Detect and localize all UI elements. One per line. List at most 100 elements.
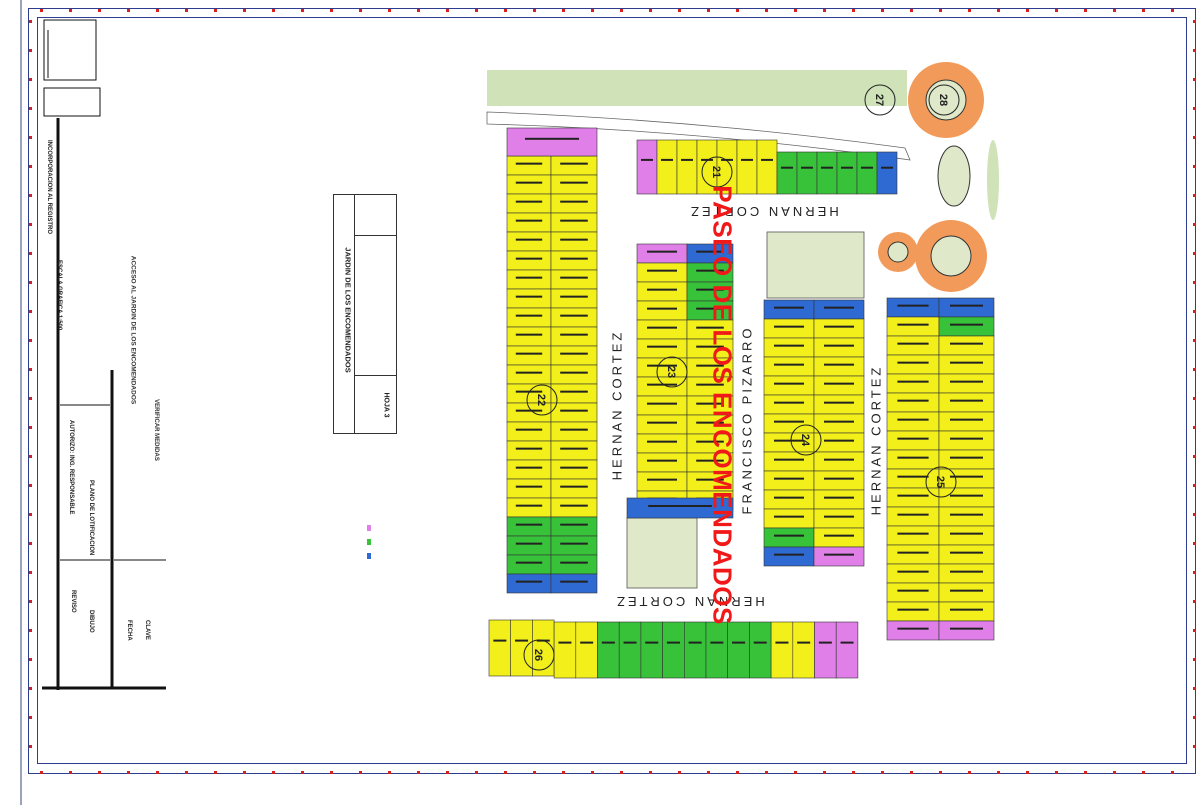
frame-tick	[330, 771, 333, 774]
left-strip-text: INCORPORACION AL REGISTRO ESCALA GRAFICA…	[46, 140, 150, 641]
block-marker	[701, 156, 733, 188]
lot-label-mark	[761, 158, 773, 161]
frame-tick	[1142, 771, 1145, 774]
lot	[886, 620, 940, 641]
lot	[662, 621, 685, 679]
lot	[506, 155, 552, 176]
lot	[756, 139, 778, 195]
lot-label-mark	[897, 532, 929, 535]
lot-label-mark	[515, 162, 543, 165]
frame-tick	[29, 20, 32, 23]
street-label-hernan-cortez-bottom: HERNAN CORTEZ	[614, 594, 765, 609]
lot	[938, 468, 995, 489]
lot	[506, 212, 552, 233]
lot	[550, 288, 598, 309]
lot	[792, 621, 815, 679]
frame-tick	[823, 771, 826, 774]
lot-label-mark	[515, 561, 543, 564]
svg-text:DIBUJO: DIBUJO	[88, 610, 94, 633]
lot-label-mark	[824, 344, 854, 347]
lot	[506, 307, 552, 328]
lot-label-mark	[560, 257, 588, 260]
lot-label-mark	[741, 158, 753, 161]
frame-tick	[1193, 600, 1196, 603]
lot-label-mark	[515, 542, 543, 545]
lot-label-mark	[774, 553, 804, 556]
lot-label-mark	[797, 641, 811, 644]
lot-label-mark	[560, 428, 588, 431]
lot-label-mark	[824, 401, 854, 404]
lot	[488, 619, 512, 677]
lot-label-mark	[696, 345, 724, 348]
frame-tick	[29, 745, 32, 748]
lot-label-mark	[897, 570, 929, 573]
lot	[550, 364, 598, 385]
lot-label-mark	[647, 269, 677, 272]
lot	[886, 430, 940, 451]
frame-tick	[29, 194, 32, 197]
frame-tick	[939, 9, 942, 12]
frame-tick	[736, 771, 739, 774]
lot	[856, 151, 878, 195]
frame-tick	[1193, 397, 1196, 400]
frame-tick	[765, 9, 768, 12]
lot	[813, 394, 865, 415]
lot	[618, 621, 642, 679]
lot-label-mark	[560, 352, 588, 355]
lot-label-mark	[824, 477, 854, 480]
lot	[938, 582, 995, 603]
frame-tick	[1193, 310, 1196, 313]
lot	[876, 151, 898, 195]
frame-tick	[1193, 455, 1196, 458]
lot-label-mark	[515, 276, 543, 279]
lot-label-mark	[645, 641, 659, 644]
lot-label-mark	[515, 314, 543, 317]
lot-label-mark	[897, 494, 929, 497]
lot	[506, 193, 552, 214]
frame-tick	[678, 9, 681, 12]
lot	[626, 497, 734, 519]
lot	[636, 395, 688, 416]
lot-label-mark	[688, 641, 702, 644]
lot	[813, 375, 865, 396]
lot	[813, 527, 865, 548]
lot-label-mark	[950, 608, 983, 611]
frame-tick	[29, 658, 32, 661]
lot-label-mark	[841, 166, 853, 169]
lot	[550, 307, 598, 328]
frame-tick	[40, 9, 43, 12]
lot	[938, 544, 995, 565]
lot-label-mark	[774, 306, 804, 309]
note-access: ACCESO AL JARDIN DE LOS ENCOMENDADOS	[129, 255, 137, 405]
frame-tick	[272, 771, 275, 774]
frame-tick	[1193, 339, 1196, 342]
frame-tick	[475, 9, 478, 12]
lot-label-mark	[515, 333, 543, 336]
lot	[938, 373, 995, 394]
lot-label-mark	[897, 418, 929, 421]
lot	[636, 300, 688, 321]
frame-tick	[359, 9, 362, 12]
lot	[886, 335, 940, 356]
lot-label-mark	[515, 371, 543, 374]
frame-tick	[1193, 484, 1196, 487]
frame-tick	[1193, 223, 1196, 226]
frame-tick	[649, 9, 652, 12]
frame-tick	[1193, 658, 1196, 661]
lot	[886, 601, 940, 622]
frame-tick	[881, 9, 884, 12]
lot-label-mark	[515, 466, 543, 469]
lot-label-mark	[774, 515, 804, 518]
park-strip-top	[487, 70, 907, 106]
lot	[886, 468, 940, 489]
frame-tick	[29, 484, 32, 487]
frame-tick	[29, 629, 32, 632]
frame-tick	[301, 771, 304, 774]
lot-label-mark	[515, 523, 543, 526]
lot-label-mark	[560, 485, 588, 488]
lot	[938, 506, 995, 527]
lot	[640, 621, 663, 679]
lot	[749, 621, 772, 679]
lot	[836, 151, 858, 195]
frame-tick	[562, 771, 565, 774]
